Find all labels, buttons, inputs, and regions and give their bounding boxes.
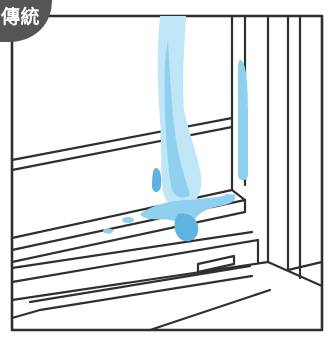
water-dot-2 [103, 228, 113, 233]
water-dot-1 [122, 217, 134, 223]
water-drip-left [152, 168, 161, 192]
water-drip-right [238, 60, 248, 180]
badge-label: 傳統 [1, 2, 40, 29]
glazing-bar [12, 118, 232, 170]
sill-track [12, 190, 270, 330]
water-dot-3 [224, 194, 232, 198]
